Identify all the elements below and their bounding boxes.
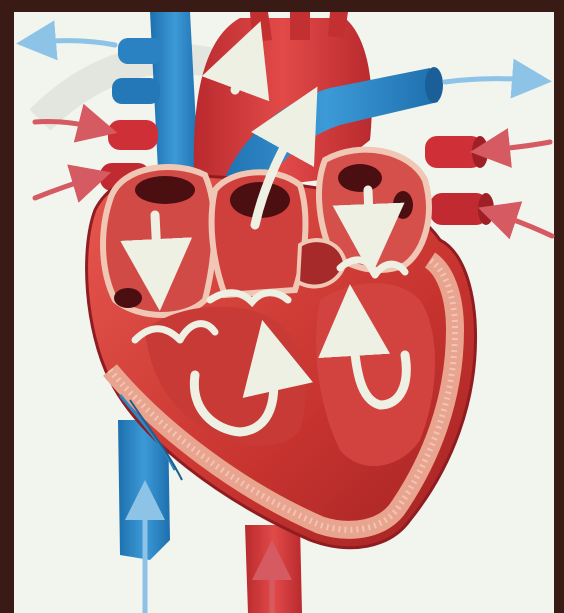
- pulmonary-vein-lower-right-end: [478, 193, 494, 225]
- pulmonary-artery-branch-left-2: [112, 78, 160, 104]
- pulmonary-vein-upper-left: [108, 120, 158, 150]
- aorta-branch-2: [290, 12, 310, 40]
- flow-arrow-icon: [155, 215, 158, 275]
- left-atrium-opening-1: [338, 164, 382, 192]
- pulmonary-artery-right-end: [425, 67, 443, 103]
- flow-arrow-icon: [368, 190, 370, 240]
- coronary-sinus-opening: [114, 288, 142, 308]
- pulmonary-vein-upper-right-end: [472, 136, 488, 168]
- left-atrium-opening-2: [393, 191, 413, 219]
- right-atrium-opening: [135, 176, 195, 204]
- pulmonary-artery-branch-left-1: [118, 38, 162, 64]
